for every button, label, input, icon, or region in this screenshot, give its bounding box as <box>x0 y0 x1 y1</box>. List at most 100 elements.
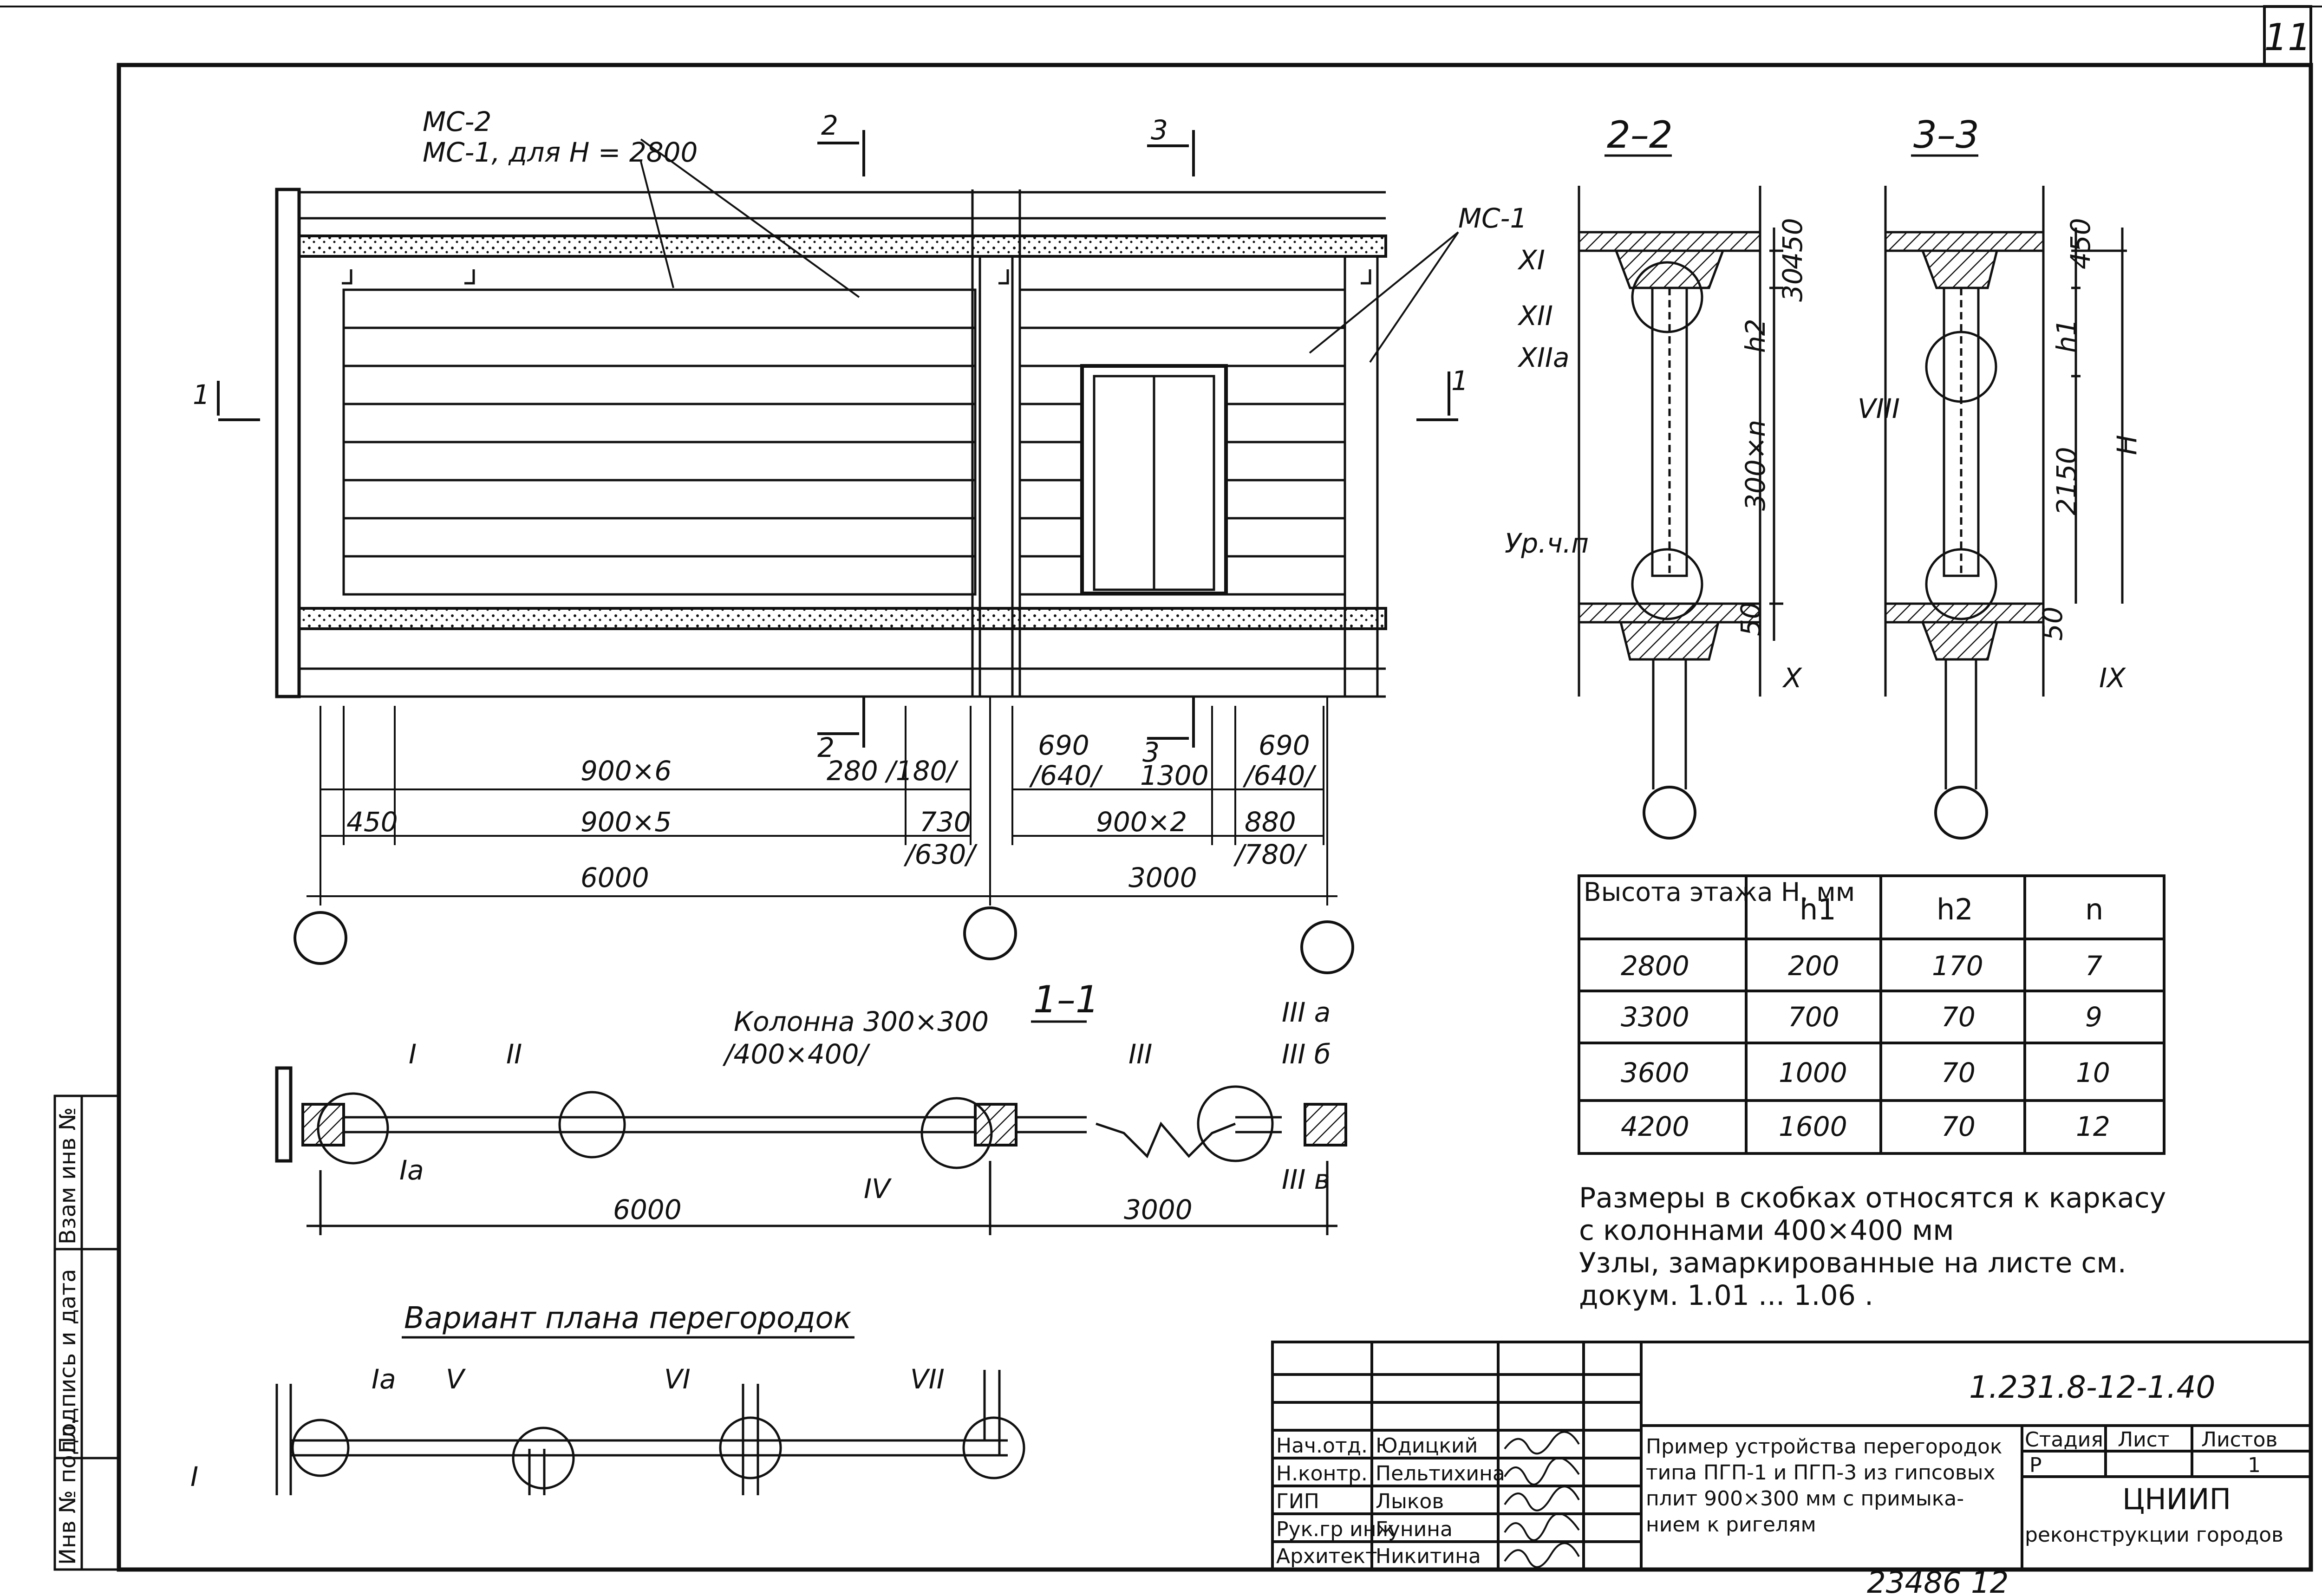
plan-11-column-400: /400×400/ <box>722 1038 871 1070</box>
variant-node-VII: VII <box>910 1363 945 1395</box>
table-cell: 200 <box>1788 950 1839 982</box>
node-X: X <box>1782 662 1802 694</box>
name-cell: Гунина <box>1376 1518 1453 1541</box>
table-header-h1: h1 <box>1800 892 1836 926</box>
section-33-title: 3–3 <box>1913 113 1979 156</box>
section-33-2150: 2150 <box>2051 447 2082 515</box>
node-XII: XII <box>1517 300 1553 332</box>
dim-450: 450 <box>346 806 398 838</box>
table-cell: 170 <box>1932 950 1983 982</box>
table-cell: 70 <box>1941 1111 1976 1142</box>
section-mark-1-right <box>1416 371 1458 421</box>
plan-11-node-III: III <box>1128 1038 1152 1070</box>
side-stamp-inv: Инв № подл. <box>55 1418 81 1565</box>
label-ms1-2800: МС-1, для Н = 2800 <box>423 137 698 168</box>
name-cell: Никитина <box>1376 1544 1481 1568</box>
note-line-2: с колоннами 400×400 мм <box>1579 1214 1954 1247</box>
section-mark-2-bottom-label: 2 <box>817 732 835 763</box>
name-cell: Пельтихина <box>1376 1462 1505 1485</box>
side-stamp-signature: Подпись и дата <box>55 1269 81 1453</box>
signatures <box>1504 1431 1580 1568</box>
sheet-frame <box>0 5 2322 1572</box>
dim-6000: 6000 <box>580 862 649 893</box>
section-mark-1-right-label: 1 <box>1451 365 1468 397</box>
section-22-title: 2–2 <box>1607 113 1673 156</box>
table-cell: 3600 <box>1621 1057 1689 1088</box>
label-ms2: МС-2 <box>423 106 491 137</box>
section-mark-1-left <box>217 381 260 421</box>
section-33-drawing <box>1884 186 2127 789</box>
label-ms1: МС-1 <box>1458 202 1527 234</box>
section-22-dim-450: 450 <box>1777 218 1808 269</box>
leader-ms1-2800 <box>640 161 674 288</box>
table-cell: 12 <box>2076 1111 2110 1142</box>
title-block <box>1271 1341 2312 1571</box>
leader-ms1 <box>1309 231 1459 354</box>
dim-3000: 3000 <box>1128 862 1197 893</box>
table-cell: 70 <box>1941 1001 1976 1033</box>
section-mark-2-bottom <box>817 697 865 748</box>
variant-node-Ia: Iа <box>372 1363 396 1395</box>
variant-title: Вариант плана перегородок <box>404 1301 852 1335</box>
role-cell: Рук.гр инж <box>1276 1518 1395 1541</box>
org-line-1: ЦНИИП <box>2122 1482 2231 1516</box>
partition-elevation <box>275 188 1387 698</box>
dim-780: /780/ <box>1233 839 1307 870</box>
table-header-h2: h2 <box>1937 892 1973 926</box>
elevation-dimension-lines <box>307 697 1337 905</box>
table-cell: 70 <box>1941 1057 1976 1088</box>
section-mark-2-top <box>817 130 865 176</box>
plan-11-column: Колонна 300×300 <box>734 1006 989 1037</box>
node-XI: XI <box>1517 244 1545 276</box>
dim-900x6: 900×6 <box>580 755 672 787</box>
table-cell: 3300 <box>1621 1001 1689 1033</box>
name-cell: Юдицкий <box>1376 1434 1478 1458</box>
dimensions-table <box>1578 874 2165 1155</box>
role-cell: Н.контр. <box>1276 1462 1368 1485</box>
note-line-3: Узлы, замаркированные на листе см. <box>1579 1247 2126 1279</box>
role-cell: Нач.отд. <box>1276 1434 1368 1458</box>
side-stamp <box>53 1094 120 1571</box>
title-line: Пример устройства перегородок <box>1646 1435 2002 1459</box>
col-stage: Стадия <box>2025 1428 2103 1452</box>
plan-11-drawing <box>275 1066 1347 1235</box>
table-cell: 2800 <box>1621 950 1689 982</box>
section-33-axis-bubble <box>1934 786 1988 840</box>
role-cell: Архитект <box>1276 1544 1377 1568</box>
title-line: плит 900×300 мм с примыка- <box>1646 1487 1964 1511</box>
variant-node-V: V <box>446 1363 466 1395</box>
dim-880: 880 <box>1245 806 1296 838</box>
section-22-dim-50: 50 <box>1735 602 1767 636</box>
side-stamp-replace: Взам инв № <box>55 1107 81 1244</box>
dim-280-180: 280 /180/ <box>827 755 959 787</box>
dim-690-a: 690 <box>1038 730 1089 761</box>
node-VIII: VIII <box>1858 393 1900 424</box>
variant-node-I: I <box>190 1461 198 1492</box>
plan-11-node-Ia: Iа <box>399 1154 424 1186</box>
section-22-dim-30: 30 <box>1777 267 1808 302</box>
plan-11-node-IIIa: III а <box>1282 997 1331 1028</box>
section-33-h1: h1 <box>2051 319 2082 353</box>
title-line: типа ПГП-1 и ПГП-3 из гипсовых <box>1646 1461 1996 1485</box>
section-mark-3-bottom-label: 3 <box>1142 736 1160 768</box>
dim-640-b: /640/ <box>1242 760 1317 791</box>
doc-code: 1.231.8-12-1.40 <box>1969 1369 2215 1405</box>
dim-900x5: 900×5 <box>580 806 672 838</box>
dim-730: 730 <box>920 806 971 838</box>
section-33-dim-450: 450 <box>2065 218 2096 269</box>
dim-630: /630/ <box>903 839 978 870</box>
leader-ms1-b <box>1369 231 1459 363</box>
plan-11-node-II: II <box>506 1038 522 1070</box>
table-cell: 9 <box>2085 1001 2102 1033</box>
axis-bubbles-elevation <box>294 906 1354 974</box>
dim-690-b: 690 <box>1259 730 1310 761</box>
note-line-4: докум. 1.01 ... 1.06 . <box>1579 1279 1873 1312</box>
table-cell: 7 <box>2085 950 2102 982</box>
plan-11-node-I: I <box>409 1038 417 1070</box>
section-mark-2-top-label: 2 <box>821 110 838 141</box>
plan-11-node-IIIv: III в <box>1282 1164 1330 1195</box>
section-mark-3-top-label: 3 <box>1151 114 1168 146</box>
section-33-H: Н <box>2111 435 2143 455</box>
org-line-2: реконструкции городов <box>2025 1523 2283 1547</box>
plan-11-dim-3000: 3000 <box>1124 1194 1193 1225</box>
